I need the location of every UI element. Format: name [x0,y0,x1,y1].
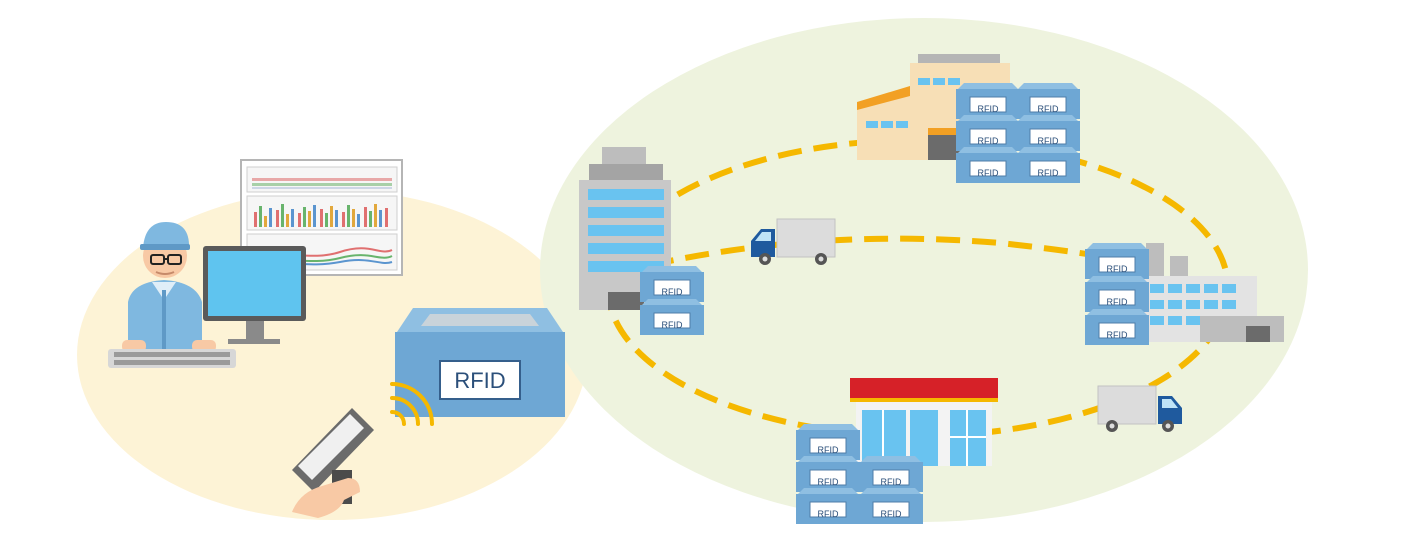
report-bar-chart [254,204,388,227]
rfid-tag-label: RFID [978,168,999,178]
inner-route [649,235,1161,271]
factory-icon [1142,243,1284,342]
rfid-tag-label: RFID [978,104,999,114]
rfid-label-large: RFID [454,368,505,393]
rfid-crate-stack-warehouse: RFID RFID RFID RFID RFID RFID [955,82,1081,184]
rfid-tag-label: RFID [1038,168,1059,178]
rfid-tag-label: RFID [1107,297,1128,307]
rfid-box-large: RFID [395,308,565,417]
rfid-tag-label: RFID [1038,104,1059,114]
computer-monitor-icon [203,246,306,344]
rfid-crate-stack-factory: RFID RFID RFID [1084,242,1150,346]
worker-at-computer-icon [122,222,216,352]
rfid-tag-label: RFID [1107,264,1128,274]
rfid-tag-label: RFID [881,509,902,519]
rfid-tag-label: RFID [662,320,683,330]
retail-store-icon [850,378,998,466]
radio-wave-icon [390,382,434,426]
handheld-rfid-reader-icon [292,408,374,518]
rfid-tag-label: RFID [818,445,839,455]
rfid-tag-label: RFID [818,509,839,519]
rfid-tag-label: RFID [881,477,902,487]
rfid-crate-stack-store: RFID RFID RFID RFID RFID [795,423,924,525]
rfid-tag-label: RFID [978,136,999,146]
rfid-tag-label: RFID [818,477,839,487]
rfid-tag-label: RFID [1038,136,1059,146]
rfid-crate-stack-office: RFID RFID [639,265,705,336]
keyboard-icon [108,349,236,368]
rfid-tag-label: RFID [1107,330,1128,340]
rfid-tag-label: RFID [662,287,683,297]
